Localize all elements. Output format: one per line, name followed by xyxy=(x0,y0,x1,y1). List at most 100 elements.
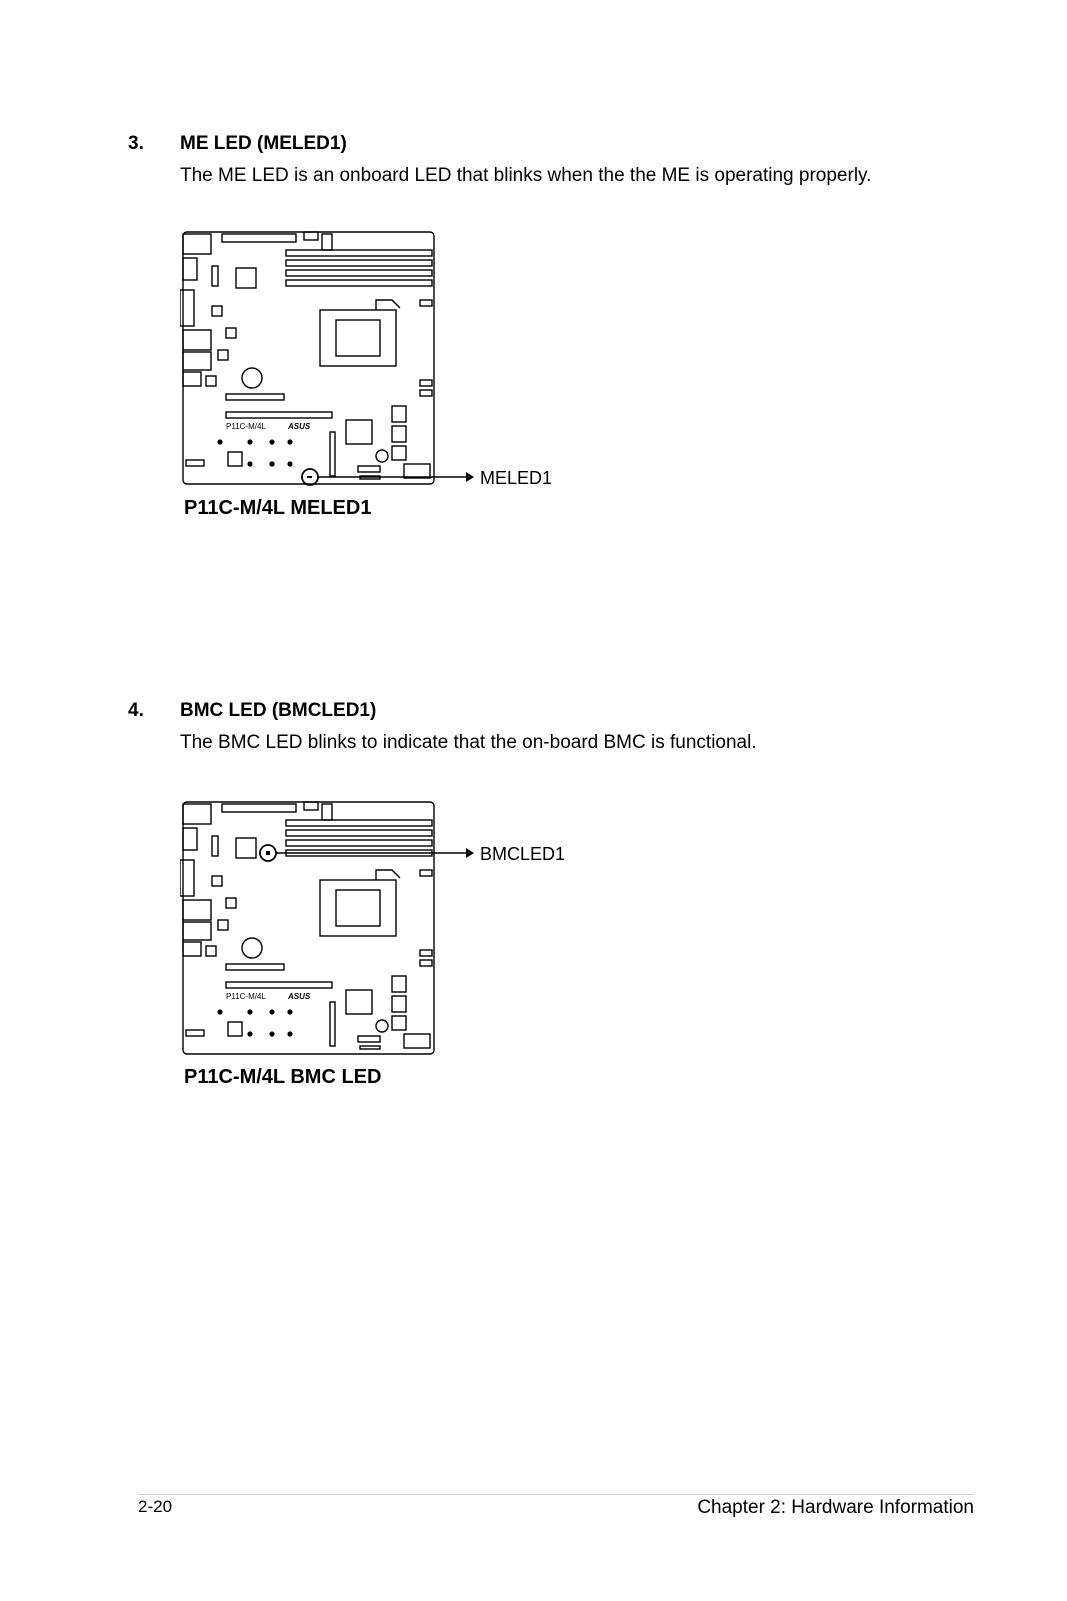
callout-arrowhead xyxy=(466,848,474,858)
meled-board-diagram: P11C-M/4L ASUS MELED1 xyxy=(180,230,600,490)
battery xyxy=(241,367,263,389)
chip xyxy=(211,305,223,317)
jumper xyxy=(375,1019,389,1033)
chip xyxy=(391,975,407,993)
meled-caption: P11C-M/4L MELED1 xyxy=(184,497,372,519)
chip xyxy=(217,349,229,361)
bmcled-caption: P11C-M/4L BMC LED xyxy=(184,1066,382,1088)
jumper xyxy=(375,449,389,463)
chip xyxy=(391,1015,407,1031)
page-number: 2-20 xyxy=(138,1497,173,1516)
vertical-slot xyxy=(329,1001,336,1047)
io-port xyxy=(182,941,202,957)
io-port xyxy=(180,289,195,327)
cpu-socket-inner xyxy=(335,319,381,357)
mounting-hole xyxy=(247,461,253,467)
mounting-hole xyxy=(287,461,293,467)
power-connector xyxy=(221,233,297,243)
chip xyxy=(391,405,407,423)
mounting-hole xyxy=(247,1031,253,1037)
connector xyxy=(185,1029,205,1037)
dimm-slot xyxy=(285,819,433,827)
mounting-hole xyxy=(269,439,275,445)
chip xyxy=(205,945,217,957)
header-connector xyxy=(321,803,333,821)
mounting-hole xyxy=(287,1031,293,1037)
motherboard-layout-meled: P11C-M/4L ASUS MELED1 xyxy=(180,231,552,488)
header-connector xyxy=(357,1035,381,1043)
dimm-slot xyxy=(285,259,433,267)
chip xyxy=(391,995,407,1013)
connector xyxy=(419,869,433,877)
mounting-hole xyxy=(217,1009,223,1015)
io-port xyxy=(182,351,212,371)
meled1-led xyxy=(307,476,312,478)
section-3-title: ME LED (MELED1) xyxy=(180,133,347,154)
chip xyxy=(227,451,243,467)
brand-logo: ASUS xyxy=(287,422,311,431)
connector xyxy=(419,389,433,397)
chip xyxy=(225,327,237,339)
bmcled1-label: BMCLED1 xyxy=(480,844,565,864)
section-4-description: The BMC LED blinks to indicate that the … xyxy=(180,732,757,753)
pcie-slot xyxy=(225,963,285,971)
io-port xyxy=(182,257,198,281)
mounting-hole xyxy=(217,439,223,445)
header-connector xyxy=(357,465,381,473)
mounting-hole xyxy=(287,1009,293,1015)
cpu-socket xyxy=(319,879,397,937)
dimm-slot xyxy=(285,249,433,257)
footer-divider xyxy=(138,1494,974,1495)
io-port xyxy=(180,859,195,897)
chip xyxy=(205,375,217,387)
mounting-hole xyxy=(247,439,253,445)
bmcled-board-diagram: P11C-M/4L ASUS BMCLED1 xyxy=(180,800,600,1060)
front-panel-header xyxy=(403,463,431,479)
connector xyxy=(185,459,205,467)
fan-connector xyxy=(303,801,319,811)
mounting-hole xyxy=(287,439,293,445)
chip xyxy=(211,875,223,887)
callout-arrowhead xyxy=(466,472,474,482)
chip xyxy=(227,1021,243,1037)
chip xyxy=(235,837,257,859)
header-connector xyxy=(359,1045,381,1050)
cpu-socket xyxy=(319,309,397,367)
io-port xyxy=(182,827,198,851)
pcie-slot xyxy=(225,393,285,401)
io-port xyxy=(182,371,202,387)
chip xyxy=(211,265,219,287)
power-connector xyxy=(221,803,297,813)
chip xyxy=(345,989,373,1015)
io-port xyxy=(182,233,212,255)
dimm-slot xyxy=(285,269,433,277)
bmcled1-led xyxy=(266,851,270,855)
vertical-slot xyxy=(329,431,336,477)
section-3-number: 3. xyxy=(128,133,144,154)
chip xyxy=(211,835,219,857)
dimm-slot xyxy=(285,279,433,287)
motherboard-layout-bmcled: P11C-M/4L ASUS BMCLED1 xyxy=(180,801,565,1055)
chip xyxy=(225,897,237,909)
board-model-silk: P11C-M/4L xyxy=(226,422,266,431)
io-port xyxy=(182,921,212,941)
front-panel-header xyxy=(403,1033,431,1049)
dimm-slot xyxy=(285,829,433,837)
connector xyxy=(419,959,433,967)
pcie-slot xyxy=(225,411,333,419)
io-port xyxy=(182,803,212,825)
battery xyxy=(241,937,263,959)
connector xyxy=(419,299,433,307)
dimm-slot xyxy=(285,839,433,847)
mounting-hole xyxy=(269,461,275,467)
section-3-description: The ME LED is an onboard LED that blinks… xyxy=(180,165,872,186)
socket-lever xyxy=(375,299,401,310)
cpu-socket-inner xyxy=(335,889,381,927)
mounting-hole xyxy=(269,1009,275,1015)
chip xyxy=(235,267,257,289)
header-connector xyxy=(321,233,333,251)
section-4-number: 4. xyxy=(128,700,144,721)
section-4-title: BMC LED (BMCLED1) xyxy=(180,700,377,721)
board-model-silk: P11C-M/4L xyxy=(226,992,266,1001)
mounting-hole xyxy=(269,1031,275,1037)
